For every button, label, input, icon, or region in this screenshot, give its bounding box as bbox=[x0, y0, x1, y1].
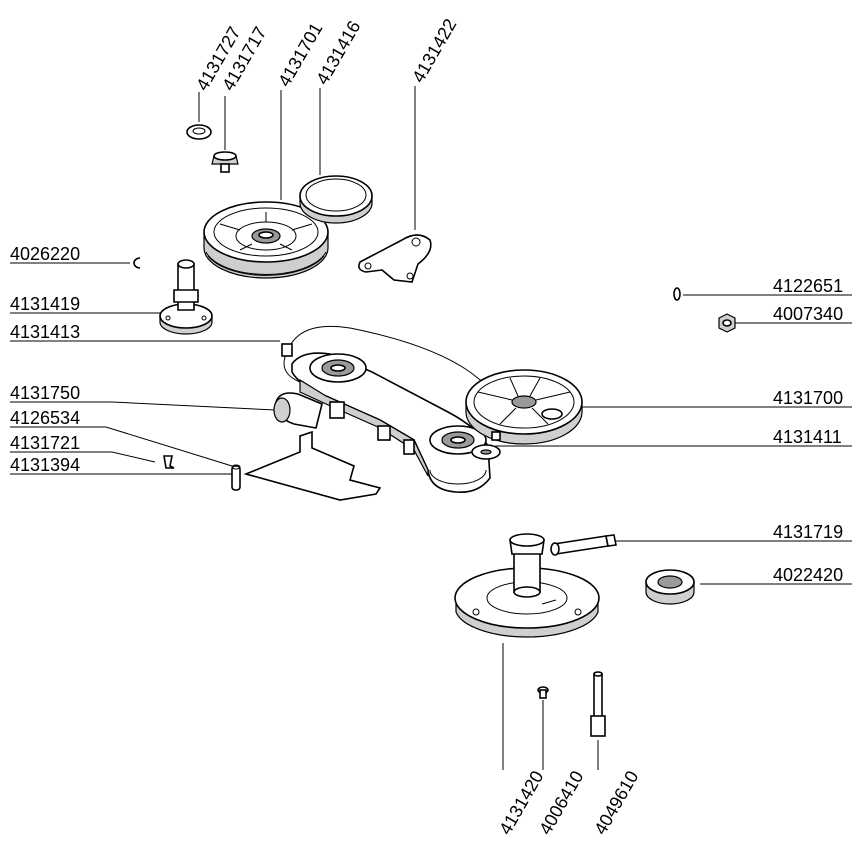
label-4131422: 4131422 bbox=[408, 15, 460, 86]
label-4131721: 4131721 bbox=[10, 433, 80, 453]
hex-nut-part bbox=[718, 313, 736, 333]
label-4122651: 4122651 bbox=[773, 276, 843, 296]
knob-screw-part bbox=[211, 151, 239, 173]
label-4007340: 4007340 bbox=[773, 304, 843, 324]
label-4131719: 4131719 bbox=[773, 522, 843, 542]
label-4026220: 4026220 bbox=[10, 244, 80, 264]
label-4126534: 4126534 bbox=[10, 408, 80, 428]
label-4131419: 4131419 bbox=[10, 294, 80, 314]
label-4131394: 4131394 bbox=[10, 455, 80, 475]
shaft-part bbox=[550, 534, 617, 556]
pin-part bbox=[231, 464, 241, 491]
small-pulley-part bbox=[471, 431, 501, 460]
long-bolt-part bbox=[590, 671, 606, 737]
label-4049610: 4049610 bbox=[590, 767, 642, 838]
gearbox-body-part bbox=[291, 352, 491, 494]
flanged-shaft-part bbox=[159, 259, 213, 335]
large-gear-wheel-part bbox=[203, 201, 329, 279]
cover-disc-part bbox=[299, 175, 373, 224]
motor-part bbox=[273, 392, 323, 429]
small-screw-part bbox=[537, 686, 549, 699]
o-ring-part bbox=[673, 287, 681, 301]
leader-lines bbox=[10, 86, 852, 770]
label-4131413: 4131413 bbox=[10, 322, 80, 342]
small-clip-part bbox=[163, 455, 175, 469]
label-4022420: 4022420 bbox=[773, 565, 843, 585]
clip-part bbox=[133, 257, 141, 269]
lower-housing-part bbox=[454, 533, 600, 638]
large-wheel-part bbox=[465, 369, 583, 445]
label-4131750: 4131750 bbox=[10, 383, 80, 403]
base-plate-part bbox=[243, 430, 382, 501]
label-4131700: 4131700 bbox=[773, 388, 843, 408]
seal-ring-part bbox=[645, 569, 695, 605]
label-4131411: 4131411 bbox=[773, 427, 842, 447]
washer-part bbox=[186, 124, 212, 140]
bracket-plate-part bbox=[358, 234, 432, 283]
